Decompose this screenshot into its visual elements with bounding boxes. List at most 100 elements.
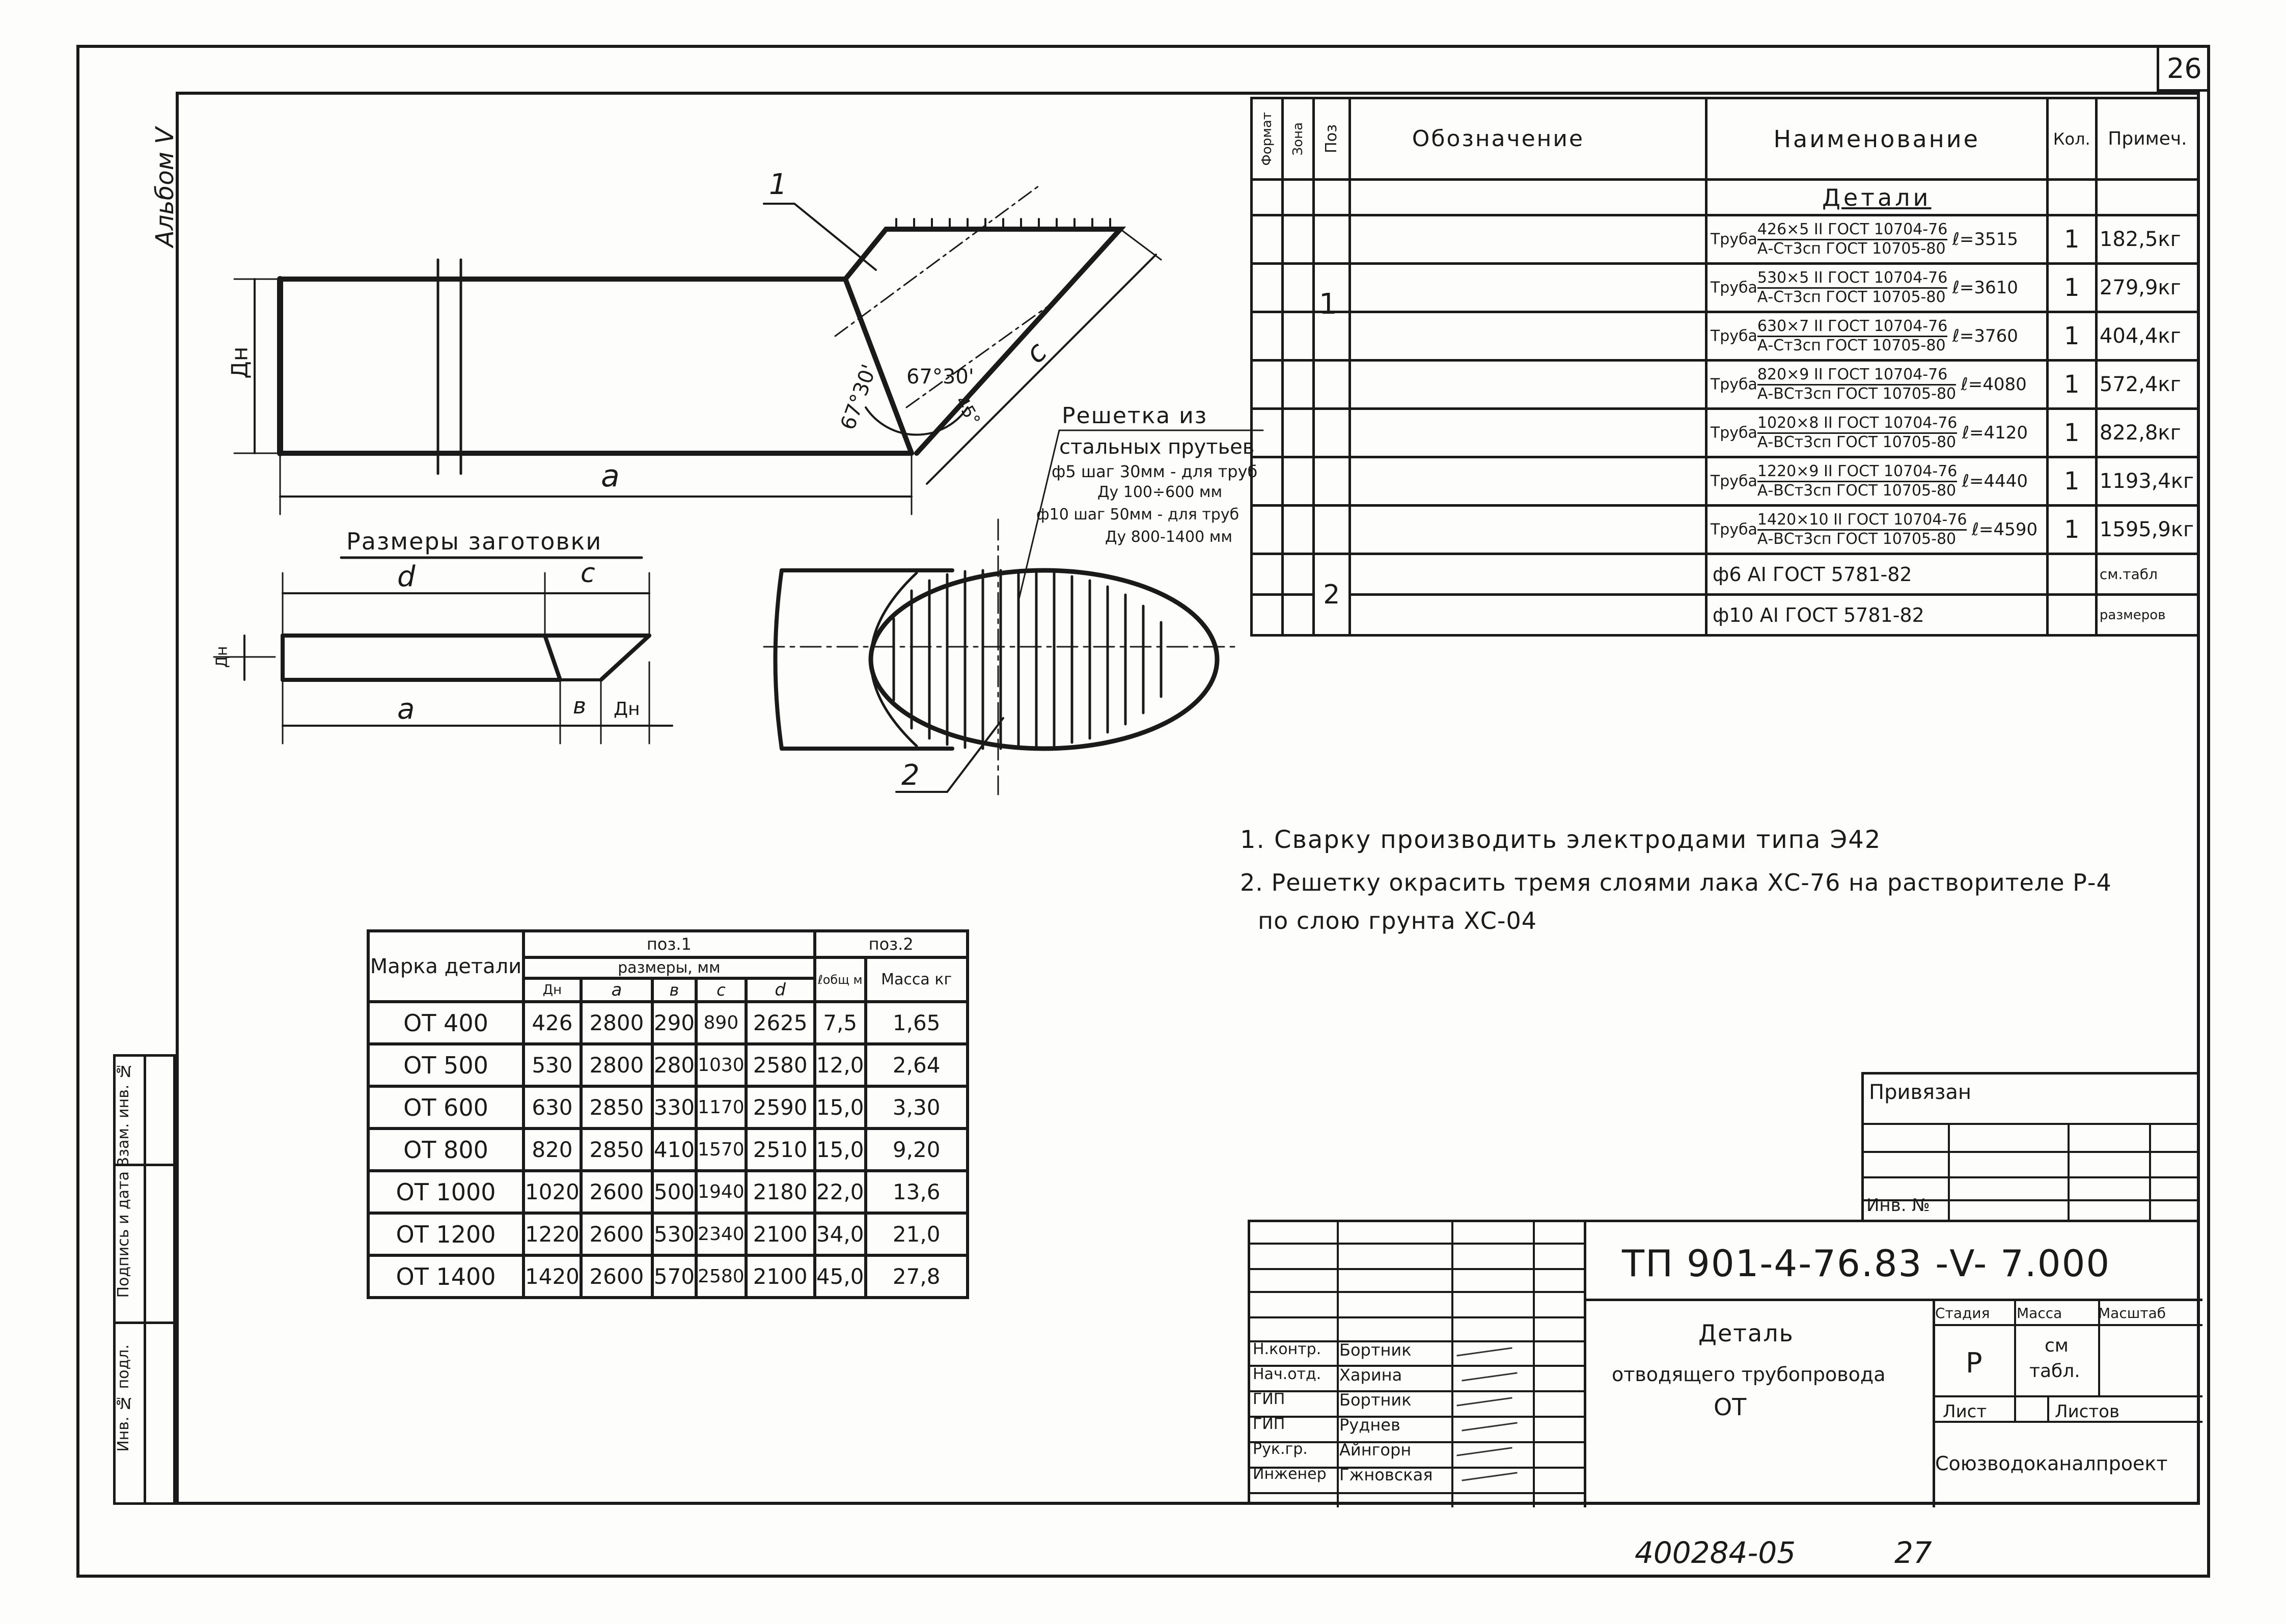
spec-row-qty: 1 [2046,407,2098,458]
dims-cell-l: 15,0 [813,1085,867,1130]
spec-row-length: ℓ=3515 [1952,229,2018,250]
dims-cell-a: 2800 [579,1000,654,1045]
dims-cell-b: 280 [650,1042,698,1088]
dims-cell-a: 2600 [579,1254,654,1299]
dims-cell-m: 27,8 [864,1254,969,1299]
spec-row-top: 820×9 II ГОСТ 10704-76 [1757,366,1957,386]
title-name-1: Деталь [1698,1319,1794,1347]
spec-row-prefix: Труба [1710,424,1757,442]
dims-cell-mark: ОТ 1400 [367,1254,525,1299]
spec-row-top: 1220×9 II ГОСТ 10704-76 [1757,462,1958,482]
dims-cell-m: 21,0 [864,1212,969,1257]
spec-row-top: 1420×10 II ГОСТ 10704-76 [1757,511,1967,531]
dims-cell-d: 2100 [744,1254,816,1299]
spec-row-top: 530×5 II ГОСТ 10704-76 [1757,269,1948,289]
title-sheets-header: Листов [2055,1401,2120,1422]
title-name-2: отводящего трубопровода [1612,1363,1886,1386]
person-name: Гжновская [1339,1465,1433,1484]
dims-cell-dn: 1220 [522,1212,583,1257]
dims-cell-d: 2510 [744,1127,816,1172]
grid-note-title: Решетка из [1062,403,1208,429]
title-stage: Р [1966,1347,1982,1379]
spec-row-length: ℓ=4080 [1961,374,2027,395]
person-role: Инженер [1253,1465,1327,1483]
dims-header-lsum: ℓобщ м [813,956,867,1003]
dims-cell-m: 1,65 [864,1000,969,1045]
title-block [1248,1220,2202,1507]
binding-inv: Инв. № [1866,1195,1930,1216]
spec-row-bottom: А-Ст3сп ГОСТ 10705-80 [1757,288,1946,306]
blank-title: Размеры заготовки [346,528,602,555]
archive-number: 400284-05 [1635,1535,1796,1570]
spec-row-bottom: А-ВСт3сп ГОСТ 10705-80 [1757,433,1957,451]
dims-cell-a: 2800 [579,1042,654,1088]
angle-label-2: 67°30' [906,365,974,389]
dims-cell-c: 1940 [695,1169,748,1215]
spec-row-qty: 1 [2046,456,2098,507]
spec-row-prefix: Труба [1710,375,1757,394]
dims-header-a: a [579,977,654,1003]
dims-cell-l: 45,0 [813,1254,867,1299]
dims-cell-b: 290 [650,1000,698,1045]
dims-cell-b: 410 [650,1127,698,1172]
spec-row-bottom: А-ВСт3сп ГОСТ 10705-80 [1757,481,1957,500]
dims-cell-dn: 630 [522,1085,583,1130]
dims-cell-l: 22,0 [813,1169,867,1215]
blank-dim-a: a [397,693,415,726]
side-stamp-label-3: Взам. инв. № [115,1062,132,1168]
note-2b: по слою грунта ХС-04 [1258,907,1537,934]
person-name: Бортник [1339,1340,1412,1360]
dimensions-table: Марка детали поз.1 поз.2 размеры, мм ℓоб… [367,929,969,1299]
sheet-number-box [2157,47,2208,92]
spec-row-bottom: А-Ст3сп ГОСТ 10705-80 [1757,336,1946,354]
grid-note-line5: ф10 шаг 50мм - для труб [1036,506,1240,524]
spec-row-prefix: Труба [1710,230,1757,249]
dims-cell-b: 570 [650,1254,698,1299]
dims-cell-c: 1570 [695,1127,748,1172]
dims-header-mark: Марка детали [367,929,525,1003]
spec-header-zone: Зона [1281,97,1315,181]
spec-row-prefix: Труба [1710,327,1757,345]
spec-rod-note-1: см.табл [2095,553,2200,596]
dims-header-c: c [695,977,748,1003]
spec-row-prefix: Труба [1710,520,1757,539]
spec-row-note: 572,4кг [2095,359,2200,410]
grid-note-line6: Ду 800-1400 мм [1105,528,1232,546]
note-1: 1. Сварку производить электродами типа Э… [1240,825,1882,854]
person-name: Айнгорн [1339,1440,1412,1460]
title-mass-1: см [2045,1335,2069,1356]
spec-section-title: Детали [1704,178,2049,216]
dims-cell-c: 2340 [695,1212,748,1257]
person-name: Руднев [1339,1415,1400,1435]
spec-header-pos: Поз [1312,97,1351,181]
pipe-drawing [213,185,1264,795]
dim-a-label: a [601,458,620,494]
blank-dim-d: d [397,560,416,593]
blank-dim-dn: Дн [614,699,640,720]
dims-cell-d: 2590 [744,1085,816,1130]
title-name-3: ОТ [1714,1393,1747,1421]
dims-cell-dn: 1020 [522,1169,583,1215]
dim-dn-label: Дн [227,346,253,379]
dims-cell-c: 1030 [695,1042,748,1088]
spec-row-qty: 1 [2046,504,2098,555]
spec-row-prefix: Труба [1710,472,1757,490]
dims-header-sizes: размеры, мм [522,956,816,980]
title-sheet-header: Лист [1943,1401,1987,1422]
dims-header-pos2: поз.2 [813,929,969,959]
side-stamp-label-1: Инв. № подл. [115,1344,132,1452]
dims-cell-c: 1170 [695,1085,748,1130]
spec-row-note: 279,9кг [2095,262,2200,313]
spec-row-note: 182,5кг [2095,214,2200,265]
dims-cell-a: 2850 [579,1127,654,1172]
dims-cell-dn: 426 [522,1000,583,1045]
person-role: Рук.гр. [1253,1440,1308,1458]
blank-dim-dn-left: Дн [213,646,231,668]
spec-pos-1: 1 [1319,288,1337,321]
spec-row-top: 426×5 II ГОСТ 10704-76 [1757,221,1948,240]
